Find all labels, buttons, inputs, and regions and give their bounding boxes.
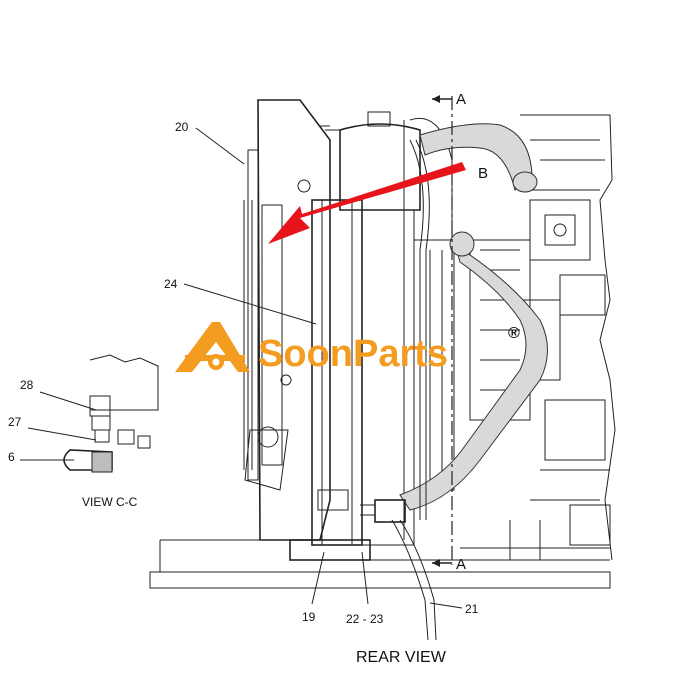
part-label-6: 6 — [8, 450, 15, 464]
part-label-28: 28 — [20, 378, 34, 392]
part-label-19: 19 — [302, 610, 316, 624]
watermark-logo: SoonParts ® — [175, 322, 520, 375]
engine-base-frame — [149, 539, 611, 589]
view-title: REAR VIEW — [356, 649, 447, 666]
callout-arrow-b — [268, 162, 466, 244]
section-marker-top: A — [456, 91, 466, 108]
section-marker-bottom: A — [456, 556, 466, 573]
part-label-22-23: 22 - 23 — [346, 612, 384, 626]
watermark-registered-mark: ® — [508, 325, 520, 342]
drain-tubes — [391, 139, 437, 641]
section-line-a — [432, 95, 453, 567]
watermark-brand: SoonParts — [258, 333, 448, 375]
detail-view-title: VIEW C-C — [82, 495, 138, 509]
watermark-emblem — [175, 322, 250, 372]
leader-lines — [20, 127, 463, 609]
part-label-27: 27 — [8, 415, 22, 429]
hose-assembly — [360, 123, 548, 523]
part-label-21: 21 — [465, 602, 479, 616]
part-label-24: 24 — [164, 277, 178, 291]
part-label-20: 20 — [175, 120, 189, 134]
engine-block — [469, 114, 616, 561]
detail-view-cc — [63, 354, 159, 473]
callout-label-b: B — [478, 165, 488, 182]
